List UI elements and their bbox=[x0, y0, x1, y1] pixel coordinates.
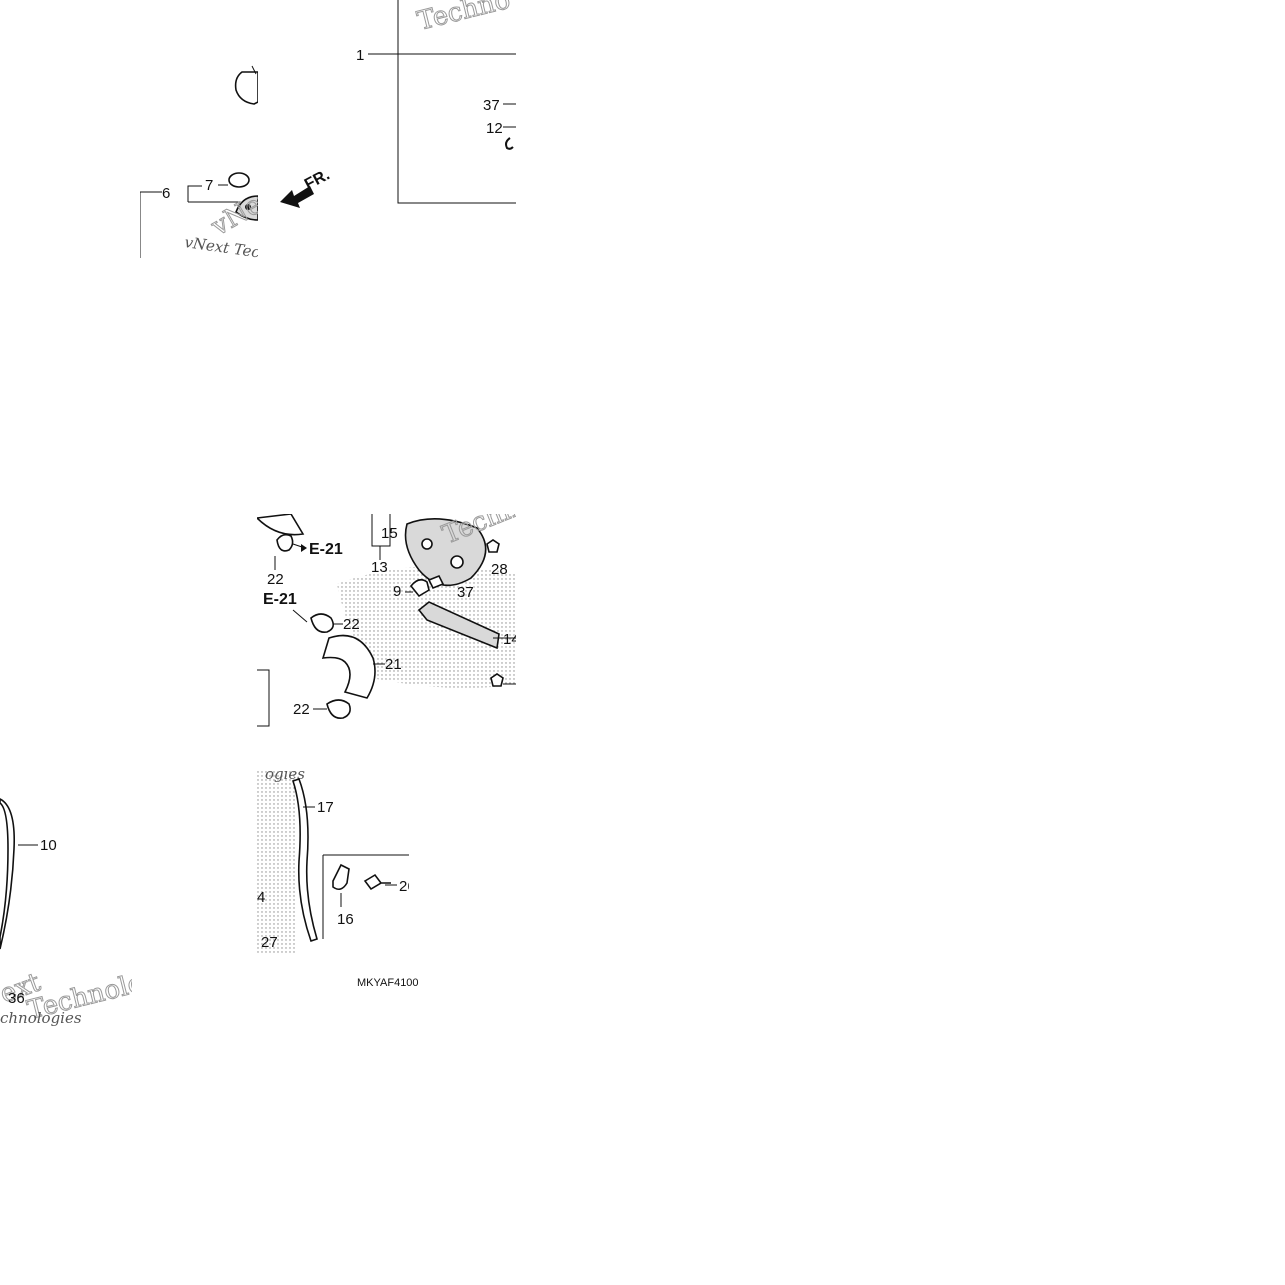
callout-22-c: 22 bbox=[293, 701, 310, 718]
watermark-chnologies: chnologies bbox=[0, 1009, 82, 1027]
hose-fragment bbox=[257, 514, 305, 536]
group-bracket-13 bbox=[371, 514, 391, 560]
front-arrow-icon bbox=[280, 186, 314, 208]
callout-14: 14 bbox=[503, 631, 516, 648]
cover-part bbox=[404, 518, 487, 587]
leader-6 bbox=[140, 185, 240, 258]
bracket-part bbox=[234, 71, 258, 105]
hose-clamp-22c bbox=[326, 699, 351, 720]
bolt-lower bbox=[490, 673, 504, 687]
callout-22-a: 22 bbox=[267, 571, 284, 588]
watermark-techno: Techno bbox=[414, 0, 513, 37]
callout-37: 37 bbox=[483, 97, 500, 114]
diagram-tile-bottom-left: 10 ext 36 Technologies chnologies bbox=[0, 771, 132, 1028]
callout-10: 10 bbox=[40, 837, 57, 854]
heat-guard-14 bbox=[417, 601, 500, 650]
diagram-code: MKYAF4100 bbox=[357, 977, 419, 989]
callout-37-b: 37 bbox=[457, 584, 474, 601]
callout-6: 6 bbox=[162, 185, 170, 202]
breather-tube-17 bbox=[291, 777, 318, 943]
diagram-tile-top-right: Techno 1 37 12 FR. bbox=[258, 0, 516, 258]
engine-shading bbox=[337, 566, 516, 688]
front-arrow: FR. bbox=[280, 166, 333, 208]
ref-e21-b: E-21 bbox=[263, 591, 297, 608]
water-hose-21 bbox=[321, 634, 376, 699]
hose-10 bbox=[0, 798, 16, 950]
callout-13: 13 bbox=[371, 559, 388, 576]
bracket-left bbox=[257, 669, 270, 727]
group-bracket-1 bbox=[368, 0, 516, 204]
callout-15: 15 bbox=[381, 525, 398, 542]
clamp-16 bbox=[332, 863, 350, 891]
o-ring-part bbox=[228, 172, 250, 188]
hose-clamp-22b bbox=[310, 613, 335, 634]
callout-26: 26 bbox=[399, 878, 409, 895]
bolt-28 bbox=[486, 539, 500, 553]
callout-16: 16 bbox=[337, 911, 354, 928]
bolt-37 bbox=[427, 574, 445, 590]
watermark-vnext: vNext bbox=[206, 177, 258, 243]
callout-21: 21 bbox=[385, 656, 402, 673]
callout-28: 28 bbox=[491, 561, 508, 578]
callout-27: 27 bbox=[261, 934, 278, 951]
callout-7: 7 bbox=[205, 177, 213, 194]
callout-9: 9 bbox=[393, 583, 401, 600]
diagram-tile-top-left: 6 7 vNext vNext Tec bbox=[140, 0, 258, 258]
clip-9 bbox=[409, 578, 430, 598]
callout-1: 1 bbox=[356, 47, 364, 64]
diagram-tile-middle: Techno 15 13 28 E-21 22 E-21 9 37 14 bbox=[257, 514, 516, 730]
callout-22-b: 22 bbox=[343, 616, 360, 633]
hose-clamp-22a bbox=[276, 533, 294, 552]
bolt-26 bbox=[363, 873, 391, 891]
diagram-tile-lower-middle: ogies 17 16 26 4 27 bbox=[257, 771, 409, 954]
callout-4: 4 bbox=[257, 889, 265, 906]
ref-e21-a: E-21 bbox=[309, 541, 343, 558]
callout-17: 17 bbox=[317, 799, 334, 816]
callout-12: 12 bbox=[486, 120, 503, 137]
group-bracket-16 bbox=[322, 854, 409, 939]
callout-36: 36 bbox=[8, 990, 25, 1007]
